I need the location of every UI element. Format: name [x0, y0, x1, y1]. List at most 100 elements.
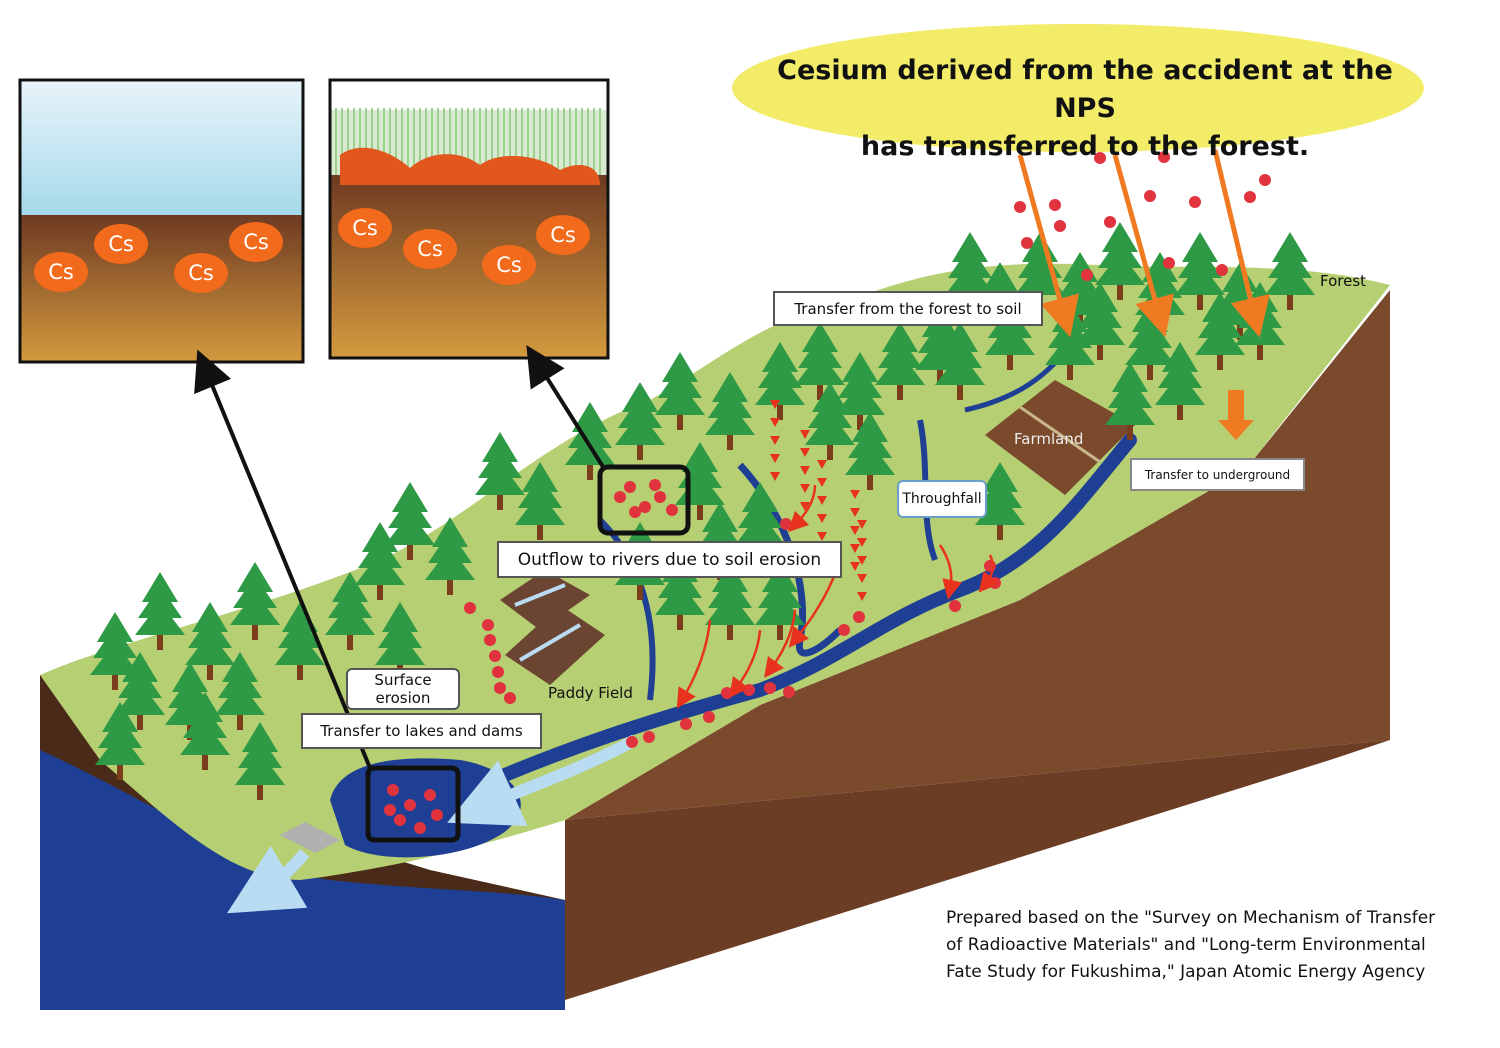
throughfall-drop	[817, 532, 827, 541]
headline-bubble	[732, 24, 1424, 152]
cesium-dot	[1144, 190, 1156, 202]
throughfall-drop	[770, 472, 780, 481]
tree	[515, 462, 565, 540]
cesium-dot	[639, 501, 651, 513]
tree	[705, 562, 755, 640]
throughfall-drop	[800, 448, 810, 457]
water-sediment-inset	[18, 78, 305, 364]
tree	[1175, 232, 1225, 310]
cesium-dot	[780, 518, 792, 530]
throughfall-drop	[800, 502, 810, 511]
throughfall-drop	[850, 544, 860, 553]
runoff-arrow	[978, 554, 1000, 593]
cesium-dot	[1014, 201, 1026, 213]
cesium-dot	[984, 560, 996, 572]
tree	[1155, 342, 1205, 420]
surface-erosion-line-1: Surface	[374, 671, 432, 689]
cs-particle: Cs	[482, 245, 536, 285]
cesium-dot	[1259, 174, 1271, 186]
runoff-arrow	[676, 619, 712, 709]
tree	[1095, 222, 1145, 300]
tree	[475, 432, 525, 510]
cesium-dot	[838, 624, 850, 636]
tree	[795, 322, 845, 400]
cesium-dot	[743, 684, 755, 696]
throughfall-drop	[800, 484, 810, 493]
tree	[1105, 362, 1155, 440]
cesium-dot	[1244, 191, 1256, 203]
source-credit: Prepared based on the "Survey on Mechani…	[946, 905, 1486, 986]
throughfall-drop	[817, 514, 827, 523]
cesium-dot	[1054, 220, 1066, 232]
cesium-dot	[492, 666, 504, 678]
headline: Cesium derived from the accident at the …	[765, 52, 1405, 166]
cs-particle: Cs	[338, 208, 392, 248]
outflow-rivers-label: Outflow to rivers due to soil erosion	[497, 541, 842, 578]
cesium-dot	[783, 686, 795, 698]
tree	[1265, 232, 1315, 310]
tree	[375, 602, 425, 680]
throughfall-drop	[800, 430, 810, 439]
forest-litter-inset	[328, 78, 610, 360]
surface-erosion-label: Surface erosion	[346, 668, 460, 710]
cesium-dot	[721, 687, 733, 699]
cesium-dot	[504, 692, 516, 704]
tree	[235, 722, 285, 800]
main-river	[463, 433, 1137, 797]
throughfall-drop	[857, 574, 867, 583]
throughfall-drop	[770, 418, 780, 427]
tree	[215, 652, 265, 730]
runoff-arrow	[764, 609, 797, 679]
tree	[185, 602, 235, 680]
tree	[705, 372, 755, 450]
cesium-dot	[1021, 237, 1033, 249]
cesium-dot	[424, 789, 436, 801]
tree	[655, 352, 705, 430]
headline-line-1: Cesium derived from the accident at the …	[777, 55, 1393, 124]
cs-particle: Cs	[229, 222, 283, 262]
dam	[280, 822, 340, 853]
cesium-dot	[1104, 216, 1116, 228]
tree	[845, 412, 895, 490]
throughfall-drop	[817, 460, 827, 469]
cesium-dot	[654, 491, 666, 503]
cesium-dot	[489, 650, 501, 662]
throughfall-drop	[850, 490, 860, 499]
cesium-dot	[394, 814, 406, 826]
cesium-dot	[853, 611, 865, 623]
tree	[180, 692, 230, 770]
throughfall-drop	[770, 436, 780, 445]
soil-cross-section	[565, 290, 1390, 820]
farmland-plot	[985, 380, 1135, 495]
throughfall-drop	[857, 538, 867, 547]
runoff-arrow	[938, 544, 962, 600]
cesium-dot	[464, 602, 476, 614]
throughfall-drop	[770, 454, 780, 463]
cesium-dot	[387, 784, 399, 796]
surface-erosion-line-2: erosion	[375, 689, 431, 707]
throughfall-drop	[817, 496, 827, 505]
tree	[90, 612, 140, 690]
paddy-field-label: Paddy Field	[548, 684, 633, 702]
cesium-dot	[494, 682, 506, 694]
cesium-dot	[484, 634, 496, 646]
cesium-dot	[1189, 196, 1201, 208]
tree	[325, 572, 375, 650]
cesium-dot	[703, 711, 715, 723]
cesium-dot	[989, 577, 1001, 589]
tree	[95, 702, 145, 780]
cs-particle: Cs	[174, 253, 228, 293]
cesium-dot	[764, 682, 776, 694]
transfer-lakes-dams-label: Transfer to lakes and dams	[301, 713, 542, 749]
cs-particle: Cs	[403, 229, 457, 269]
paddy-fields	[500, 570, 605, 685]
throughfall-drop	[857, 592, 867, 601]
soil-to-inset-arrow	[526, 345, 607, 472]
transfer-to-underground-label: Transfer to underground	[1130, 458, 1305, 491]
transfer-forest-to-soil-label: Transfer from the forest to soil	[773, 291, 1043, 326]
cesium-dot	[1158, 151, 1170, 163]
throughfall-drop	[850, 526, 860, 535]
runoff-arrow	[729, 629, 762, 699]
cesium-dot	[949, 600, 961, 612]
cesium-dot	[666, 504, 678, 516]
